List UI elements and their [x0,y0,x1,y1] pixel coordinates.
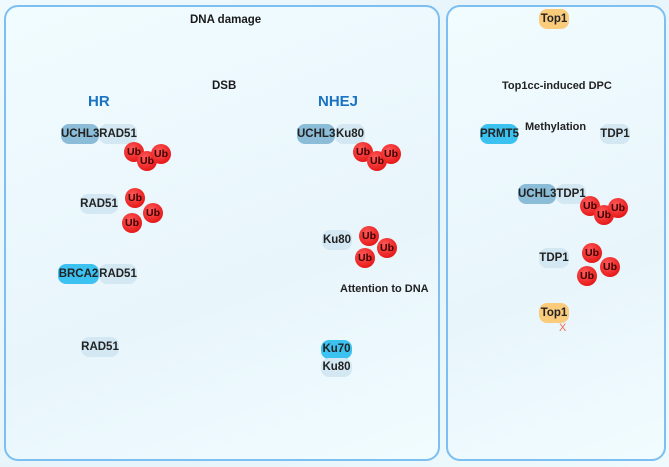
ubiquitin: Ub [122,213,142,233]
inhibition-cross-icon: X [559,322,567,334]
ubiquitin: Ub [151,144,171,164]
right-panel [446,5,666,461]
tdp1-protein: TDP1 [539,248,569,268]
ku80-protein: Ku80 [321,358,352,377]
rad51-protein: RAD51 [99,264,137,284]
ubiquitin: Ub [377,238,397,258]
ubiquitin: Ub [359,226,379,246]
uchl3-protein: UCHL3 [61,124,99,144]
ubiquitin: Ub [600,257,620,277]
hr-title: HR [88,93,110,110]
dna-damage-label: DNA damage [190,14,262,26]
ku70-protein: Ku70 [321,340,352,359]
rad51-protein: RAD51 [81,337,119,357]
methylation-label: Methylation [525,121,587,133]
top1-protein: Top1 [539,303,569,323]
ubiquitin: Ub [608,198,628,218]
top1-protein: Top1 [539,9,569,29]
ubiquitin: Ub [143,203,163,223]
prmt5-protein: PRMT5 [480,124,519,144]
ubiquitin: Ub [355,248,375,268]
brca2-protein: BRCA2 [58,264,99,284]
ubiquitin: Ub [381,144,401,164]
ku80-protein: Ku80 [322,230,352,250]
rad51-protein: RAD51 [99,124,137,144]
tdp1-protein: TDP1 [556,184,586,204]
ubiquitin: Ub [577,266,597,286]
dsb-label: DSB [212,80,237,92]
dpc-label: Top1cc-induced DPC [502,80,612,92]
rad51-protein: RAD51 [80,194,118,214]
ku80-protein: Ku80 [335,124,365,144]
nhej-title: NHEJ [318,93,359,110]
tdp1-protein: TDP1 [600,124,630,144]
ubiquitin: Ub [125,188,145,208]
ubiquitin: Ub [582,243,602,263]
attention-to-dna-label: Attention to DNA [340,283,429,295]
uchl3-protein: UCHL3 [518,184,556,204]
uchl3-protein: UCHL3 [297,124,335,144]
